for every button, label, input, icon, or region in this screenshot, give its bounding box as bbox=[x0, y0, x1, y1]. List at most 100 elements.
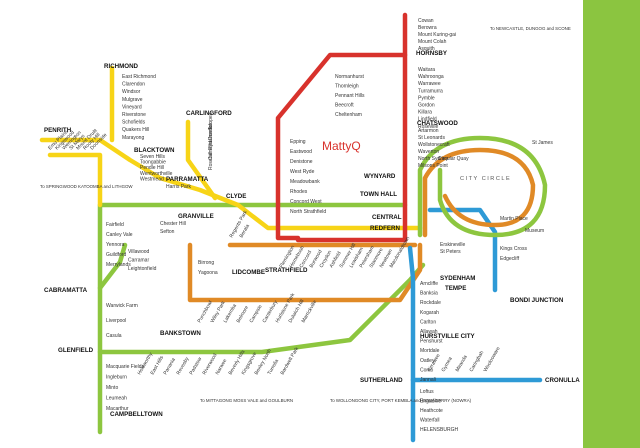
station-marayong[interactable]: Marayong bbox=[122, 135, 144, 141]
station-seven-hills[interactable]: Seven Hills bbox=[140, 154, 166, 160]
station-waterfall[interactable]: Waterfall bbox=[420, 418, 440, 424]
station-dundas[interactable]: Dundas bbox=[208, 122, 214, 140]
station-hornsby[interactable]: HORNSBY bbox=[416, 50, 448, 57]
station-mount-kuring-gai[interactable]: Mount Kuring-gai bbox=[418, 32, 456, 38]
station-clarendon[interactable]: Clarendon bbox=[122, 82, 145, 88]
station-town-hall[interactable]: TOWN HALL bbox=[360, 191, 397, 198]
station-martin-place[interactable]: Martin Place bbox=[500, 216, 528, 222]
station-sydenham[interactable]: SYDENHAM bbox=[440, 275, 475, 282]
station-granville[interactable]: GRANVILLE bbox=[178, 213, 214, 220]
station-central[interactable]: CENTRAL bbox=[372, 214, 402, 221]
station-museum[interactable]: Museum bbox=[525, 228, 544, 234]
station-pennant-hills[interactable]: Pennant Hills bbox=[335, 93, 365, 99]
station-penrith[interactable]: PENRITH bbox=[44, 127, 72, 134]
station-blacktown[interactable]: BLACKTOWN bbox=[134, 147, 175, 154]
station-kogarah[interactable]: Kogarah bbox=[420, 310, 439, 316]
station-cronulla[interactable]: CRONULLA bbox=[545, 377, 580, 384]
station-birrong[interactable]: Birrong bbox=[198, 260, 214, 266]
station-warwick-farm[interactable]: Warwick Farm bbox=[106, 303, 138, 309]
station-roseville[interactable]: Roseville bbox=[418, 124, 439, 130]
station-campbelltown[interactable]: CAMPBELLTOWN bbox=[110, 411, 163, 418]
station-schofields[interactable]: Schofields bbox=[122, 120, 146, 126]
station-vineyard[interactable]: Vineyard bbox=[122, 104, 142, 110]
station-windsor[interactable]: Windsor bbox=[122, 89, 141, 95]
station-engadine[interactable]: Engadine bbox=[420, 399, 441, 405]
station-toongabbie[interactable]: Toongabbie bbox=[140, 160, 166, 166]
station-mulgrave[interactable]: Mulgrave bbox=[122, 97, 143, 103]
station-riverstone[interactable]: Riverstone bbox=[122, 112, 146, 118]
station-wahroonga[interactable]: Wahroonga bbox=[418, 74, 444, 80]
station-mount-colah[interactable]: Mount Colah bbox=[418, 39, 447, 45]
station-parramatta[interactable]: PARRAMATTA bbox=[166, 176, 209, 183]
station-bankstown[interactable]: BANKSTOWN bbox=[160, 330, 201, 337]
station-telopea[interactable]: Telopea bbox=[208, 112, 214, 130]
station-wentworthville[interactable]: Wentworthville bbox=[140, 171, 173, 177]
station-turramurra[interactable]: Turramurra bbox=[418, 88, 443, 94]
station-thornleigh[interactable]: Thornleigh bbox=[335, 84, 359, 90]
station-villawood[interactable]: Villawood bbox=[128, 249, 150, 255]
station-minto[interactable]: Minto bbox=[106, 385, 118, 391]
station-pendle-hill[interactable]: Pendle Hill bbox=[140, 165, 164, 171]
station-north-strathfield[interactable]: North Strathfield bbox=[290, 209, 326, 215]
station-concord-west[interactable]: Concord West bbox=[290, 199, 322, 205]
station-sefton[interactable]: Sefton bbox=[160, 229, 175, 235]
station-yennora[interactable]: Yennora bbox=[106, 242, 125, 248]
station-rhodes[interactable]: Rhodes bbox=[290, 189, 308, 195]
station-hurstville[interactable]: HURSTVILLE CITY bbox=[420, 333, 476, 340]
station-camellia[interactable]: Camellia bbox=[208, 140, 214, 160]
station-cabramatta[interactable]: CABRAMATTA bbox=[44, 287, 88, 294]
station-asquith[interactable]: Asquith bbox=[418, 46, 435, 52]
station-jannali[interactable]: Jannali bbox=[420, 377, 436, 383]
station-clyde[interactable]: CLYDE bbox=[226, 193, 246, 200]
station-denistone[interactable]: Denistone bbox=[290, 159, 313, 165]
station-lindfield[interactable]: Lindfield bbox=[418, 117, 437, 123]
station-meadowbank[interactable]: Meadowbank bbox=[290, 179, 320, 185]
station-pymble[interactable]: Pymble bbox=[418, 95, 435, 101]
station-carramar[interactable]: Carramar bbox=[128, 258, 149, 264]
station-casula[interactable]: Casula bbox=[106, 333, 122, 339]
station-liverpool[interactable]: Liverpool bbox=[106, 318, 126, 324]
station-rockdale[interactable]: Rockdale bbox=[420, 300, 441, 306]
station-gordon[interactable]: Gordon bbox=[418, 103, 435, 109]
station-waverton[interactable]: Waverton bbox=[418, 149, 439, 155]
station-canley-vale[interactable]: Canley Vale bbox=[106, 232, 133, 238]
station-berowra[interactable]: Berowra bbox=[418, 25, 437, 31]
station-st-peters[interactable]: St Peters bbox=[440, 249, 461, 255]
station-warrawee[interactable]: Warrawee bbox=[418, 81, 441, 87]
station-loftus[interactable]: Loftus bbox=[420, 389, 434, 395]
station-como[interactable]: Como bbox=[420, 367, 434, 373]
station-lidcombe[interactable]: LIDCOMBE bbox=[232, 269, 265, 276]
station-oatley[interactable]: Oatley bbox=[420, 358, 435, 364]
station-quakers-hill[interactable]: Quakers Hill bbox=[122, 127, 149, 133]
station-helensburgh[interactable]: HELENSBURGH bbox=[420, 427, 458, 433]
station-macquarie-fields[interactable]: Macquarie Fields bbox=[106, 364, 145, 370]
station-edgecliff[interactable]: Edgecliff bbox=[500, 256, 520, 262]
station-tempe[interactable]: TEMPE bbox=[445, 285, 466, 292]
station-carlton[interactable]: Carlton bbox=[420, 319, 436, 325]
station-banksia[interactable]: Banksia bbox=[420, 291, 438, 297]
station-chester-hill[interactable]: Chester Hill bbox=[160, 221, 186, 227]
station-north-sydney[interactable]: North Sydney bbox=[418, 156, 449, 162]
station-waitara[interactable]: Waitara bbox=[418, 67, 435, 73]
station-cheltenham[interactable]: Cheltenham bbox=[335, 112, 362, 118]
station-erskineville[interactable]: Erskineville bbox=[440, 242, 466, 248]
station-yagoona[interactable]: Yagoona bbox=[198, 270, 218, 276]
station-fairfield[interactable]: Fairfield bbox=[106, 222, 124, 228]
station-west-ryde[interactable]: West Ryde bbox=[290, 169, 315, 175]
station-mortdale[interactable]: Mortdale bbox=[420, 348, 440, 354]
station-bondi-junction[interactable]: BONDI JUNCTION bbox=[510, 297, 564, 304]
station-strathfield[interactable]: STRATHFIELD bbox=[265, 267, 308, 274]
station-wynyard[interactable]: WYNYARD bbox=[364, 173, 396, 180]
station-leumeah[interactable]: Leumeah bbox=[106, 396, 127, 402]
station-heathcote[interactable]: Heathcote bbox=[420, 408, 443, 414]
station-epping[interactable]: Epping bbox=[290, 139, 306, 145]
station-penshurst[interactable]: Penshurst bbox=[420, 339, 443, 345]
station-killara[interactable]: Killara bbox=[418, 110, 432, 116]
station-kings-cross[interactable]: Kings Cross bbox=[500, 246, 527, 252]
station-westmead[interactable]: Westmead bbox=[140, 176, 164, 182]
station-harris-park[interactable]: Harris Park bbox=[166, 184, 192, 190]
station-merrylands[interactable]: Merrylands bbox=[106, 262, 131, 268]
station-redfern[interactable]: REDFERN bbox=[370, 225, 400, 232]
station-wollstonecraft[interactable]: Wollstonecraft bbox=[418, 142, 450, 148]
station-artarmon[interactable]: Artarmon bbox=[418, 128, 439, 134]
